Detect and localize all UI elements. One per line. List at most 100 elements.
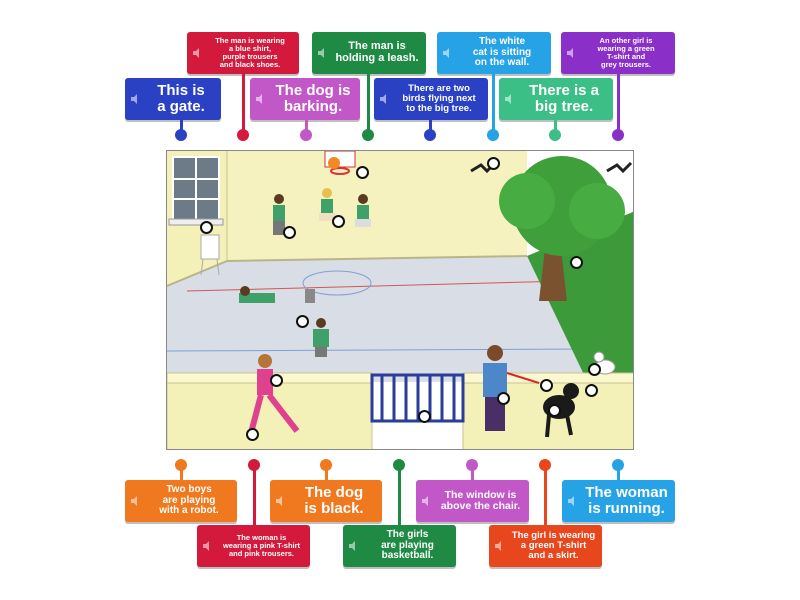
hotspot-marker[interactable] [548,404,561,417]
hotspot-marker[interactable] [356,166,369,179]
hotspot-marker[interactable] [497,392,510,405]
hotspot-marker[interactable] [588,363,601,376]
speaker-icon[interactable] [255,93,267,105]
speaker-icon[interactable] [494,540,506,552]
boys-robot-figures [239,286,329,357]
woman-running-figure [248,354,300,434]
speaker-icon[interactable] [275,495,287,507]
label-text: There is a big tree. [528,82,600,115]
speaker-icon[interactable] [566,47,578,59]
label-text: Two boys are playing with a robot. [159,484,219,517]
label-card-dog-black[interactable]: The dog is black. [270,480,382,522]
label-text: There are two birds flying next to the b… [402,83,476,114]
playground-scene [166,150,634,450]
speaker-icon[interactable] [348,540,360,552]
hotspot-marker[interactable] [540,379,553,392]
label-text: The dog is black. [304,484,364,517]
hotspot-marker[interactable] [246,428,259,441]
chair-icon [200,234,220,276]
pin-line [544,465,547,527]
pin-dot[interactable] [175,129,187,141]
speaker-icon[interactable] [567,495,579,507]
pin-line [253,465,256,527]
label-card-other-girl[interactable]: An other girl is wearing a green T-shirt… [561,32,675,74]
label-text: The woman is running. [585,484,668,517]
speaker-icon[interactable] [421,495,433,507]
hotspot-marker[interactable] [332,215,345,228]
speaker-icon[interactable] [442,47,454,59]
pin-dot[interactable] [393,459,405,471]
label-card-woman-running[interactable]: The woman is running. [562,480,675,522]
pin-line [554,120,557,134]
hotspot-marker[interactable] [283,226,296,239]
label-text: The man is wearing a blue shirt, purple … [215,36,285,69]
hotspot-marker[interactable] [487,157,500,170]
label-text: The man is holding a leash. [335,40,419,64]
speaker-icon[interactable] [130,495,142,507]
label-text: The dog is barking. [275,82,351,115]
hotspot-marker[interactable] [570,256,583,269]
hotspot-marker[interactable] [296,315,309,328]
label-text: This is a gate. [157,82,205,115]
pin-dot[interactable] [424,129,436,141]
label-card-big-tree[interactable]: There is a big tree. [499,78,613,120]
label-text: The girls are playing basketball. [381,529,434,562]
label-card-man-leash[interactable]: The man is holding a leash. [312,32,426,74]
pin-line [429,120,432,134]
pin-dot[interactable] [320,459,332,471]
pin-line [367,74,370,134]
pin-line [180,465,183,483]
speaker-icon[interactable] [202,540,214,552]
pin-dot[interactable] [487,129,499,141]
label-card-window[interactable]: The window is above the chair. [416,480,529,522]
pin-line [242,74,245,134]
window-icon [168,156,224,226]
label-card-woman-clothes[interactable]: The woman is wearing a pink T-shirt and … [197,525,310,567]
bird-icon [606,161,633,174]
pin-dot[interactable] [248,459,260,471]
pin-dot[interactable] [612,459,624,471]
label-text: The white cat is sitting on the wall. [472,36,532,69]
speaker-icon[interactable] [130,93,142,105]
label-card-boys-robot[interactable]: Two boys are playing with a robot. [125,480,237,522]
pin-dot[interactable] [175,459,187,471]
label-text: An other girl is wearing a green T-shirt… [597,36,655,69]
hotspot-marker[interactable] [585,384,598,397]
girls-basketball-figures [273,188,371,235]
pin-line [492,74,495,134]
label-card-man-clothes[interactable]: The man is wearing a blue shirt, purple … [187,32,299,74]
speaker-icon[interactable] [379,93,391,105]
pin-dot[interactable] [539,459,551,471]
pin-dot[interactable] [549,129,561,141]
label-card-dog-barking[interactable]: The dog is barking. [250,78,360,120]
man-figure [483,345,540,431]
basketball-hoop-icon [324,151,356,175]
speaker-icon[interactable] [317,47,329,59]
pin-line [471,465,474,483]
playground-illustration [167,151,633,449]
label-text: The window is above the chair. [440,488,521,512]
speaker-icon[interactable] [192,47,204,59]
label-card-cat[interactable]: The white cat is sitting on the wall. [437,32,551,74]
pin-dot[interactable] [362,129,374,141]
hotspot-marker[interactable] [418,410,431,423]
pin-line [325,465,328,483]
label-text: The woman is wearing a pink T-shirt and … [222,533,301,558]
label-card-girls-basketball[interactable]: The girls are playing basketball. [343,525,456,567]
label-card-birds[interactable]: There are two birds flying next to the b… [374,78,488,120]
pin-line [398,465,401,527]
pin-line [305,120,308,134]
pin-dot[interactable] [300,129,312,141]
pin-dot[interactable] [466,459,478,471]
pin-dot[interactable] [612,129,624,141]
hotspot-marker[interactable] [270,374,283,387]
label-text: The girl is wearing a green T-shirt and … [511,530,596,561]
speaker-icon[interactable] [504,93,516,105]
pin-line [617,465,620,483]
pin-dot[interactable] [237,129,249,141]
label-card-gate[interactable]: This is a gate. [125,78,221,120]
pin-line [180,120,183,134]
hotspot-marker[interactable] [200,221,213,234]
label-card-girl-skirt[interactable]: The girl is wearing a green T-shirt and … [489,525,602,567]
pin-line [617,74,620,134]
